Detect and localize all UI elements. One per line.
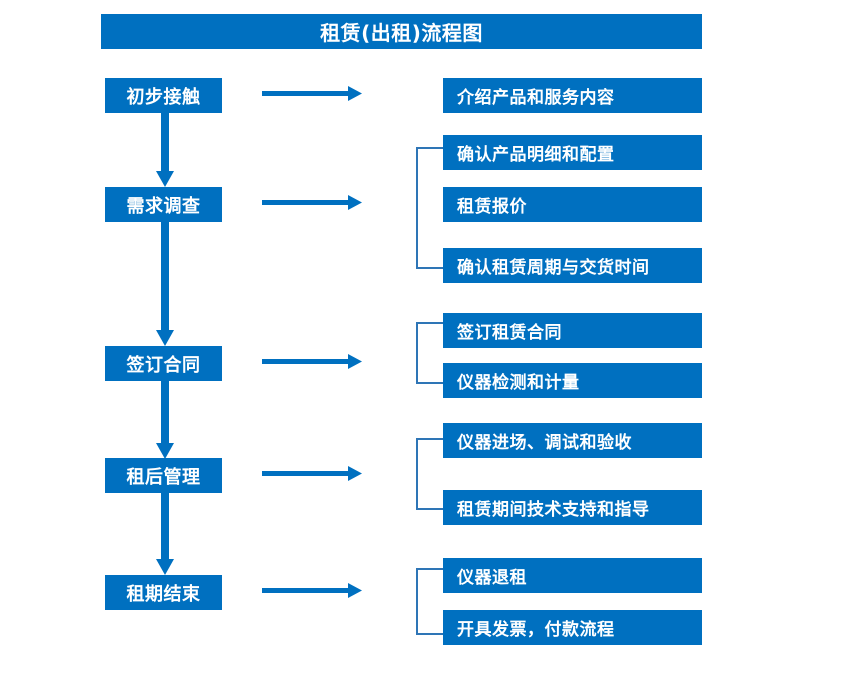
arrow-right-icon-2 [262,193,362,213]
bracket-icon-5 [415,568,445,635]
arrow-down-icon-4 [155,493,175,575]
detail-box-2-2[interactable]: 租赁报价 [443,187,702,222]
bracket-icon-3 [415,322,445,384]
arrow-down-icon-3 [155,381,175,459]
detail-box-3-2[interactable]: 仪器检测和计量 [443,363,702,398]
stage-box-1[interactable]: 初步接触 [105,78,222,113]
arrow-down-icon-1 [155,113,175,187]
stage-box-3[interactable]: 签订合同 [105,346,222,381]
arrow-down-icon-2 [155,222,175,346]
detail-box-3-1[interactable]: 签订租赁合同 [443,313,702,348]
detail-box-2-1[interactable]: 确认产品明细和配置 [443,135,702,170]
detail-box-5-2[interactable]: 开具发票，付款流程 [443,610,702,645]
detail-box-4-2[interactable]: 租赁期间技术支持和指导 [443,490,702,525]
detail-box-5-1[interactable]: 仪器退租 [443,558,702,593]
bracket-icon-4 [415,438,445,510]
bracket-icon-2 [415,147,445,269]
stage-box-2[interactable]: 需求调查 [105,187,222,222]
page-title: 租赁(出租)流程图 [101,14,702,49]
stage-box-5[interactable]: 租期结束 [105,575,222,610]
arrow-right-icon-3 [262,352,362,372]
arrow-right-icon-1 [262,84,362,104]
stage-box-4[interactable]: 租后管理 [105,458,222,493]
detail-box-2-3[interactable]: 确认租赁周期与交货时间 [443,248,702,283]
arrow-right-icon-4 [262,464,362,484]
detail-box-1-1[interactable]: 介绍产品和服务内容 [443,78,702,113]
detail-box-4-1[interactable]: 仪器进场、调试和验收 [443,423,702,458]
arrow-right-icon-5 [262,581,362,601]
